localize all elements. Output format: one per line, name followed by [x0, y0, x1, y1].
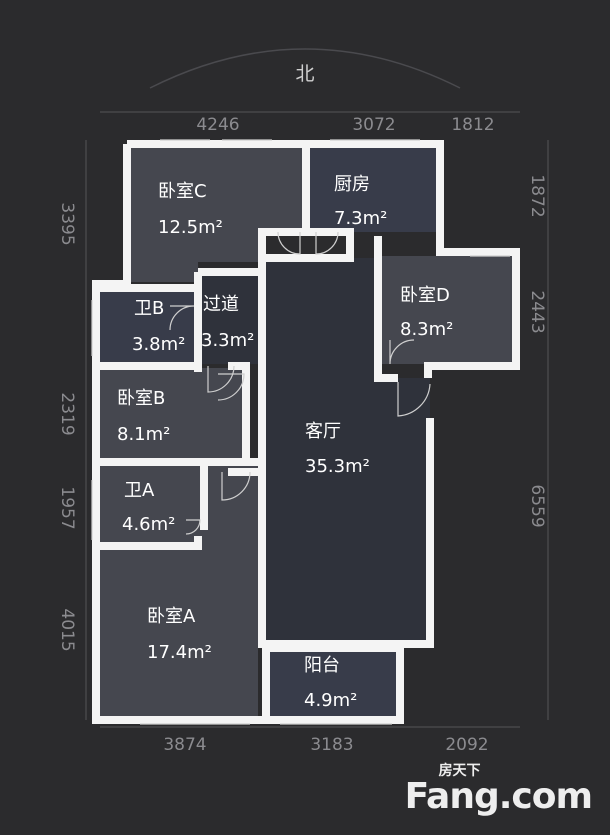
- room-area-bath-b: 3.8m²: [132, 334, 185, 355]
- logo-small-text: 房天下: [438, 763, 481, 779]
- room-name-bath-b: 卫B: [134, 298, 164, 319]
- room-area-corridor: 3.3m²: [201, 330, 254, 351]
- room-fill-bedroom-b: [98, 368, 246, 460]
- room-area-kitchen: 7.3m²: [334, 208, 387, 229]
- dim-left-4: 4015: [57, 608, 77, 651]
- room-area-bedroom-a: 17.4m²: [147, 642, 212, 663]
- dim-top-3: 1812: [451, 115, 494, 135]
- room-area-bedroom-c: 12.5m²: [158, 217, 223, 238]
- dim-left-1: 3395: [57, 202, 77, 245]
- room-name-living-room: 客厅: [305, 421, 341, 442]
- room-fill-bath-b: [100, 292, 198, 364]
- dim-top-2: 3072: [352, 115, 395, 135]
- room-area-living-room: 35.3m²: [305, 456, 370, 477]
- dim-top-1: 4246: [196, 115, 239, 135]
- room-fill-living-room: [262, 258, 430, 644]
- walls: [92, 140, 520, 724]
- room-labels: 卧室C 12.5m² 厨房 7.3m² 卧室D 8.3m² 卫B 3.8m² 过…: [117, 174, 453, 711]
- dim-left-2: 2319: [57, 392, 77, 435]
- door-swings: [169, 231, 431, 535]
- room-fill-balcony: [266, 648, 398, 716]
- room-name-bath-a: 卫A: [124, 480, 155, 501]
- room-area-balcony: 4.9m²: [304, 690, 357, 711]
- room-name-bedroom-d: 卧室D: [400, 285, 450, 306]
- dimension-labels: 4246 3072 1812 3874 3183 2092 3395 2319 …: [57, 115, 547, 755]
- dim-right-3: 6559: [527, 484, 547, 527]
- logo-text: Fang.com: [404, 776, 593, 817]
- room-name-balcony: 阳台: [304, 655, 340, 676]
- room-fill-bedroom-a: [100, 466, 258, 716]
- room-fill-corridor: [198, 276, 262, 364]
- room-fill-bedroom-d: [378, 256, 514, 364]
- room-area-bedroom-b: 8.1m²: [117, 424, 170, 445]
- dim-bottom-1: 3874: [163, 735, 206, 755]
- room-area-bath-a: 4.6m²: [122, 514, 175, 535]
- dimension-lines: [85, 111, 549, 728]
- room-name-bedroom-b: 卧室B: [117, 388, 165, 409]
- room-name-corridor: 过道: [203, 294, 239, 315]
- compass-arc: [149, 48, 461, 89]
- dim-bottom-3: 2092: [445, 735, 488, 755]
- fang-logo-watermark: 房天下 Fang.com: [404, 763, 593, 817]
- dim-left-3: 1957: [57, 486, 77, 529]
- compass-north-label: 北: [295, 63, 314, 85]
- dim-right-1: 1872: [527, 174, 547, 217]
- room-name-bedroom-a: 卧室A: [147, 606, 196, 627]
- room-fills: [98, 146, 514, 716]
- windows: [91, 139, 510, 725]
- room-name-bedroom-c: 卧室C: [158, 181, 207, 202]
- room-area-bedroom-d: 8.3m²: [400, 319, 453, 340]
- room-fill-kitchen: [306, 146, 440, 232]
- dim-right-2: 2443: [527, 290, 547, 333]
- room-name-kitchen: 厨房: [334, 174, 370, 195]
- dim-bottom-2: 3183: [310, 735, 353, 755]
